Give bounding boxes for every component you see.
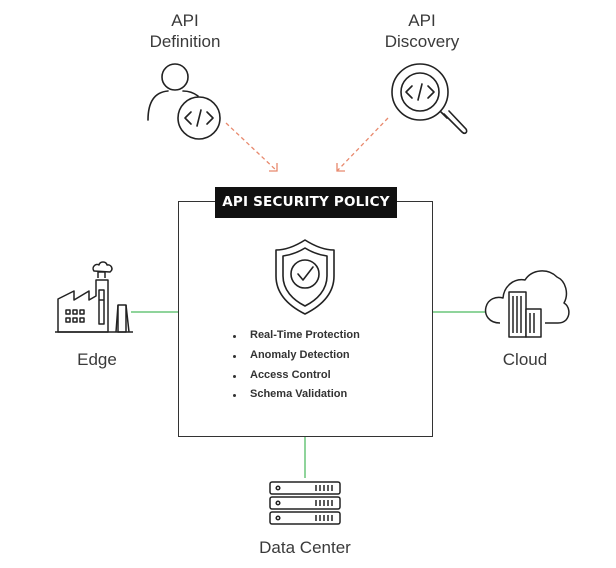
policy-title: API SECURITY POLICY	[215, 187, 397, 218]
api-definition-label: API Definition	[125, 10, 245, 52]
api-discovery-label: API Discovery	[362, 10, 482, 52]
feature-item: Access Control	[232, 366, 360, 386]
definition-arrow	[225, 122, 278, 172]
discovery-arrow	[336, 117, 389, 172]
feature-item: Real-Time Protection	[232, 326, 360, 346]
data-center-label: Data Center	[259, 538, 351, 557]
api-discovery-label-line1: API	[408, 11, 436, 30]
api-definition-label-line2: Definition	[149, 32, 221, 51]
magnifier-code-icon	[391, 63, 468, 135]
cloud-building-icon	[484, 270, 570, 338]
shield-check-icon	[275, 239, 335, 315]
server-rack-icon	[269, 481, 341, 525]
api-discovery-label-line2: Discovery	[384, 32, 460, 51]
person-code-icon	[147, 63, 221, 140]
feature-list: Real-Time Protection Anomaly Detection A…	[232, 326, 360, 405]
cloud-label: Cloud	[502, 350, 548, 369]
factory-icon	[55, 261, 133, 333]
api-definition-label-line1: API	[171, 11, 199, 30]
feature-item: Schema Validation	[232, 385, 360, 405]
feature-item: Anomaly Detection	[232, 346, 360, 366]
edge-label: Edge	[77, 350, 117, 369]
